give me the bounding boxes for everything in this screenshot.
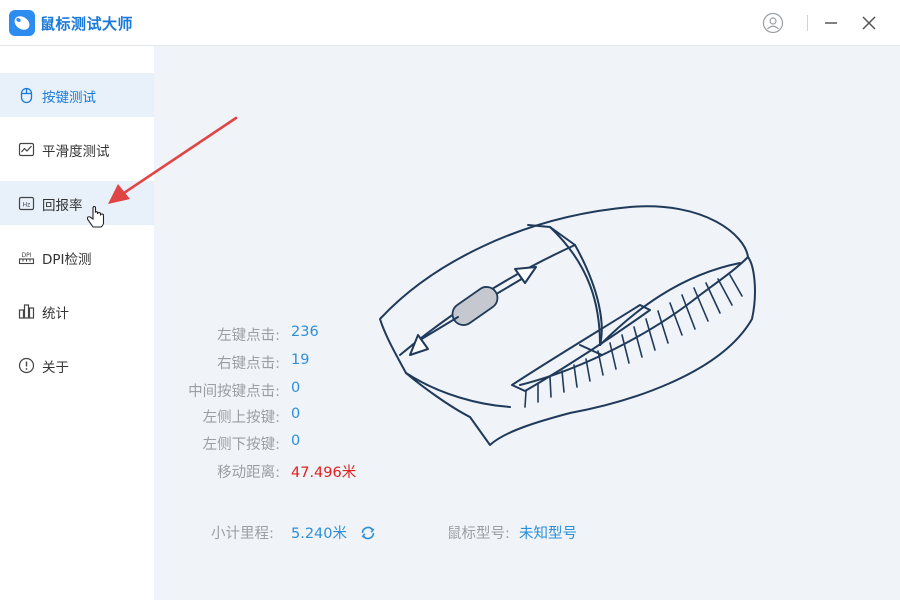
app-title: 鼠标测试大师 bbox=[40, 15, 134, 33]
sidebar-item-label: 按键测试 bbox=[42, 90, 96, 106]
side-upper-label: 左侧上按键: bbox=[202, 410, 280, 426]
mouse-model-value: 未知型号 bbox=[519, 526, 577, 542]
middle-click-label: 中间按键点击: bbox=[188, 384, 280, 400]
minimize-button[interactable] bbox=[820, 12, 842, 34]
side-upper-value: 0 bbox=[291, 406, 301, 422]
sidebar-item-smoothness-test[interactable]: 平滑度测试 bbox=[0, 127, 154, 171]
distance-label: 移动距离: bbox=[217, 465, 280, 481]
mileage-value: 5.240米 bbox=[291, 526, 348, 542]
sidebar: 按键测试 平滑度测试 Hz 回报率 DPI bbox=[0, 46, 154, 600]
sidebar-item-button-test[interactable]: 按键测试 bbox=[0, 73, 154, 117]
bar-chart-icon bbox=[18, 303, 35, 320]
sidebar-item-statistics[interactable]: 统计 bbox=[0, 289, 154, 333]
title-divider bbox=[807, 15, 808, 31]
sidebar-item-label: 回报率 bbox=[42, 198, 83, 214]
left-click-label: 左键点击: bbox=[217, 328, 280, 344]
side-lower-value: 0 bbox=[291, 433, 301, 449]
svg-text:DPI: DPI bbox=[21, 252, 31, 259]
sidebar-item-about[interactable]: 关于 bbox=[0, 343, 154, 387]
right-click-value: 19 bbox=[291, 352, 310, 368]
mouse-icon bbox=[18, 87, 35, 104]
sidebar-item-label: 统计 bbox=[42, 306, 69, 322]
mouse-illustration bbox=[370, 195, 770, 455]
sidebar-item-label: 平滑度测试 bbox=[42, 144, 110, 160]
app-logo-icon bbox=[9, 10, 35, 36]
sidebar-item-label: 关于 bbox=[42, 360, 69, 376]
mouse-model-label: 鼠标型号: bbox=[447, 526, 510, 542]
side-lower-label: 左侧下按键: bbox=[202, 437, 280, 453]
refresh-icon[interactable] bbox=[359, 524, 377, 542]
left-click-value: 236 bbox=[291, 324, 319, 340]
title-bar: 鼠标测试大师 bbox=[0, 0, 900, 46]
middle-click-value: 0 bbox=[291, 380, 301, 396]
close-button[interactable] bbox=[858, 12, 880, 34]
info-icon bbox=[18, 357, 35, 374]
hz-icon: Hz bbox=[18, 195, 35, 212]
mileage-label: 小计里程: bbox=[211, 526, 274, 542]
line-chart-icon bbox=[18, 141, 35, 158]
distance-value: 47.496米 bbox=[291, 465, 357, 481]
user-icon[interactable] bbox=[762, 12, 784, 34]
dpi-icon: DPI bbox=[18, 249, 35, 266]
svg-text:Hz: Hz bbox=[23, 202, 31, 209]
sidebar-item-dpi[interactable]: DPI DPI检测 bbox=[0, 235, 154, 279]
sidebar-item-polling-rate[interactable]: Hz 回报率 bbox=[0, 181, 154, 225]
sidebar-item-label: DPI检测 bbox=[42, 252, 92, 268]
right-click-label: 右键点击: bbox=[217, 356, 280, 372]
